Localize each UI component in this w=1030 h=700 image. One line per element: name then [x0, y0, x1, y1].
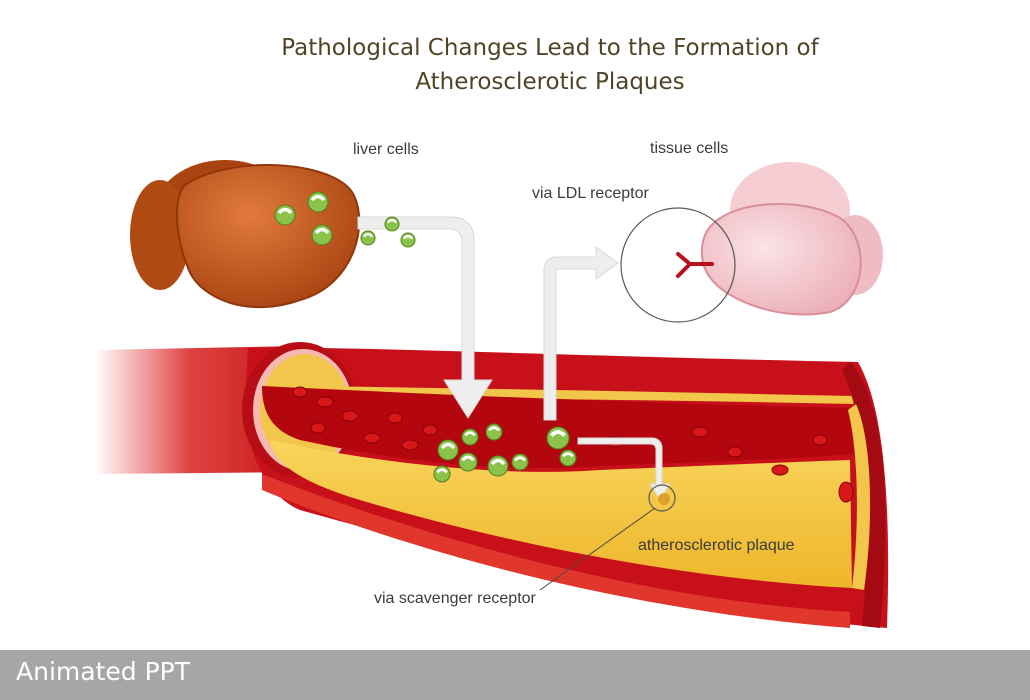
label-ldl-receptor: via LDL receptor [532, 185, 649, 202]
arrow-liver-to-vessel [357, 216, 493, 419]
lipoprotein-particles [274, 191, 577, 483]
diagram-title-line-1: Pathological Changes Lead to the Formati… [281, 35, 819, 61]
lipoprotein-particle-highlight [314, 227, 330, 235]
flow-arrows [357, 216, 671, 501]
label-liver-cells: liver cells [353, 141, 419, 158]
scavenger-pointer-line [539, 507, 656, 591]
footer-text: Animated PPT [16, 657, 190, 686]
footer-bar: Animated PPT [0, 650, 1030, 700]
lipoprotein-particle-highlight [402, 234, 414, 240]
scavenger-receptor-circle [648, 484, 676, 512]
vessel-cut-end [842, 362, 886, 628]
lipoprotein-particle-highlight [490, 458, 506, 466]
ldl-receptor-shape [676, 252, 714, 278]
diagram-title-line-2: Atherosclerotic Plaques [415, 69, 685, 95]
lipoprotein-particle-highlight [461, 455, 475, 462]
lipoprotein-particle-highlight [310, 194, 326, 202]
tissue-cells-illustration [700, 162, 883, 316]
arrow-to-plaque [577, 437, 671, 501]
lipoprotein-particle-highlight [514, 456, 526, 462]
label-tissue-cells: tissue cells [650, 140, 729, 157]
plaque-layer [270, 440, 852, 588]
lipoprotein-particle-highlight [488, 426, 500, 432]
upper-lining [300, 386, 855, 404]
arrow-vessel-to-tissue [543, 246, 619, 421]
label-scavenger-receptor: via scavenger receptor [374, 590, 536, 607]
vessel-lower-wall [262, 474, 850, 628]
lipoprotein-particle-highlight [436, 468, 448, 474]
lipoprotein-particle-highlight [464, 431, 476, 437]
lipoprotein-particle-highlight [386, 218, 398, 224]
lipoprotein-particle-highlight [562, 452, 574, 458]
lipoprotein-particle-highlight [362, 232, 374, 238]
lipoprotein-particle-highlight [440, 442, 456, 450]
label-atherosclerotic-plaque: atherosclerotic plaque [638, 537, 795, 554]
ldl-receptor-circle [620, 207, 736, 323]
lipoprotein-particle-highlight [549, 430, 567, 438]
lipoprotein-particle-highlight [277, 207, 293, 215]
